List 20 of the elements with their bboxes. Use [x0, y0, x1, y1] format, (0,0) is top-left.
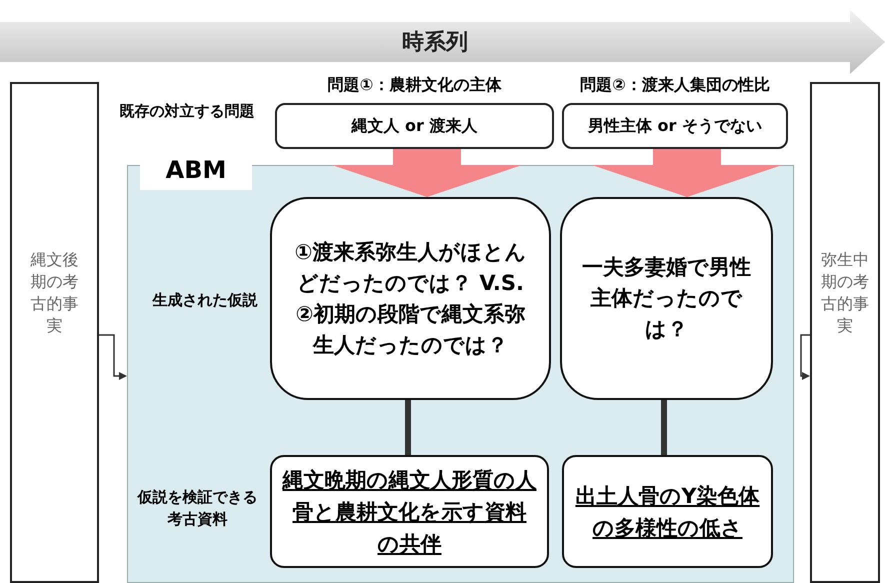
row-label: 生成された仮説 — [151, 290, 258, 311]
fact-box: 弥生中期の考古的事実 — [810, 82, 880, 583]
connector-line — [661, 400, 667, 455]
arrow — [800, 334, 810, 380]
row-label: 既存の対立する問題 — [118, 101, 256, 122]
row-label: 仮説を検証できる考古資料 — [136, 487, 258, 530]
hypothesis-box: 一夫多妻婚で男性主体だったのでは？ — [560, 197, 773, 400]
arrow — [99, 334, 127, 380]
timeline-label: 時系列 — [401, 29, 469, 57]
problem-box: 男性主体 or そうでない — [562, 103, 788, 149]
block-arrow — [592, 149, 782, 197]
evidence-box: 出土人骨のY染色体の多様性の低さ — [562, 455, 773, 568]
block-arrow — [332, 149, 522, 197]
connector-line — [405, 400, 411, 455]
problem-box: 縄文人 or 渡来人 — [275, 103, 554, 149]
evidence-box: 縄文晩期の縄文人形質の人骨と農耕文化を示す資料の共伴 — [270, 455, 549, 568]
fact-box: 縄文後期の考古的事実 — [10, 82, 99, 583]
problem-heading: 問題②：渡来人集団の性比 — [579, 74, 771, 96]
hypothesis-box: ①渡来系弥生人がほとんどだったのでは？ V.S. ②初期の段階で縄文系弥生人だったのでは？ — [270, 197, 551, 400]
problem-heading: 問題①：農耕文化の主体 — [326, 74, 502, 96]
